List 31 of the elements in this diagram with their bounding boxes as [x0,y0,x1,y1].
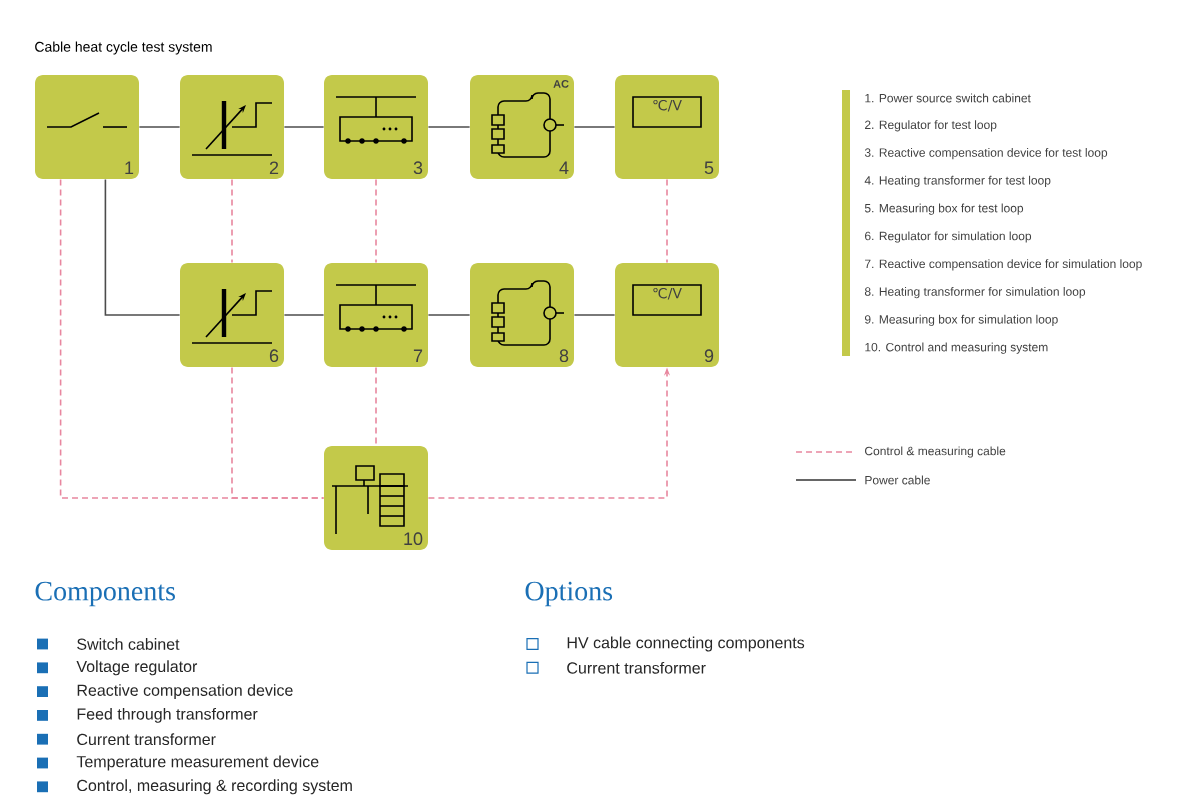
control-cable [375,178,377,264]
power-cable [573,314,616,316]
bullet-item: Control, measuring & recording system [77,779,352,795]
power-cable [427,126,471,128]
bullet-item: Reactive compensation device [77,684,293,700]
control-cable [231,366,325,499]
power-cable [283,126,325,128]
section-heading: Options [525,581,613,607]
component-box: 1 [35,75,139,179]
component-box: 10 [324,445,428,551]
power-cable [427,314,471,316]
component-box: 7 [324,263,428,367]
power-cable [573,126,616,128]
bullet-item: Switch cabinet [77,638,180,650]
power-cable [104,178,181,316]
bullet-item: Feed through transformer [77,707,258,723]
component-box: 6 [180,262,284,368]
component-box: 2 [180,75,284,179]
bullet-item: Current transformer [567,661,706,674]
component-box: 8 [470,262,574,368]
bullet-item: Voltage regulator [76,660,198,676]
bullet-item: Temperature measurement device [76,755,319,771]
bullet-item: Current transformer [77,733,216,746]
control-cable [231,178,233,264]
power-cable [283,314,325,316]
component-box: 3 [324,74,428,180]
power-cable [138,126,181,128]
bullet-item: HV cable connecting components [567,636,805,652]
section-heading: Components [35,581,175,607]
control-cable [375,366,377,447]
control-cable [666,178,668,264]
